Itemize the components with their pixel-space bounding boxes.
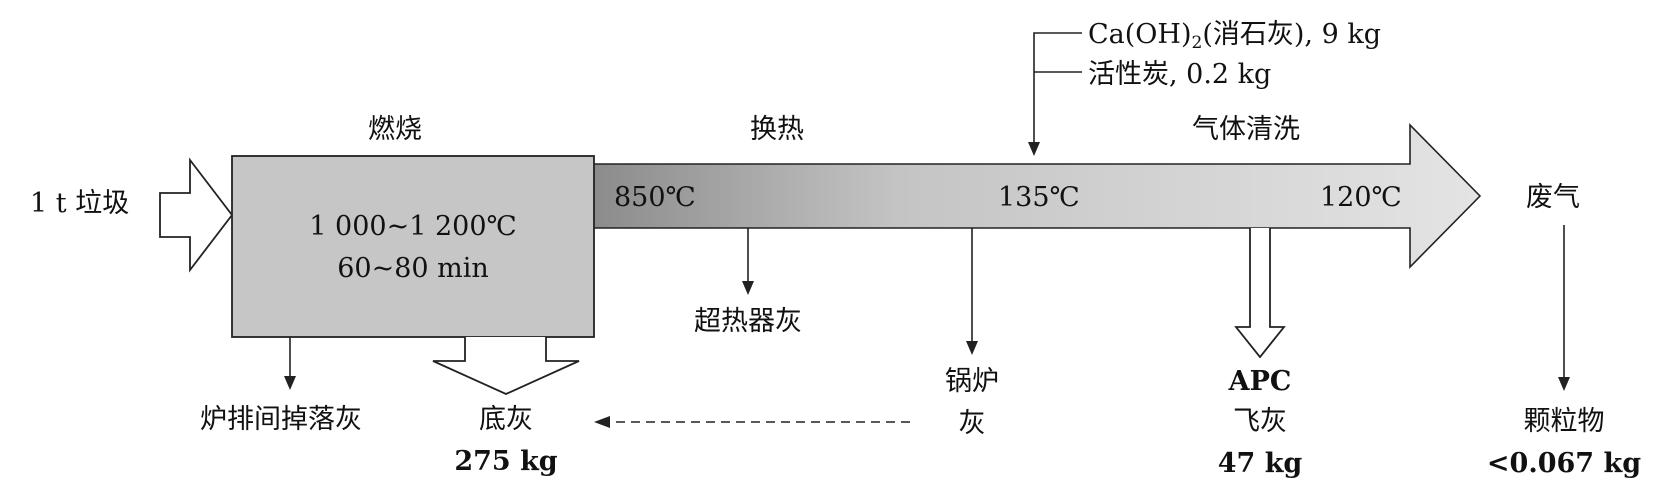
superheater-ash-arrowhead — [742, 281, 754, 295]
stage-heat-exchange: 换热 — [750, 114, 804, 145]
fly-ash-mass: 47 kg — [1218, 448, 1303, 479]
additive-lime: Ca(OH)2(消石灰), 9 kg — [1088, 19, 1381, 53]
furnace-temperature: 1 000~1 200℃ — [309, 211, 516, 242]
furnace-box — [231, 155, 595, 338]
fly-ash-label: 飞灰 — [1233, 406, 1287, 437]
grate-ash-arrowhead — [284, 376, 296, 390]
additive-activated-carbon: 活性炭, 0.2 kg — [1088, 59, 1271, 90]
boiler-ash-arrowhead — [966, 341, 978, 355]
exhaust-arrowhead — [1558, 377, 1570, 391]
grate-ash-label: 炉排间掉落灰 — [200, 404, 362, 435]
particulates-label: 颗粒物 — [1524, 406, 1605, 437]
temperature-850: 850℃ — [614, 182, 696, 213]
exhaust-label: 废气 — [1526, 182, 1580, 213]
stage-combustion: 燃烧 — [368, 114, 422, 145]
boiler-ash-label-line1: 锅炉 — [945, 366, 999, 397]
furnace-time: 60~80 min — [337, 253, 489, 284]
input-label: 1 t 垃圾 — [30, 188, 129, 219]
input-arrow — [159, 157, 234, 273]
boiler-ash-label-line2: 灰 — [959, 408, 986, 439]
particulates-mass: <0.067 kg — [1487, 448, 1641, 479]
superheater-ash-label: 超热器灰 — [694, 306, 802, 337]
bottom-ash-arrow — [432, 337, 580, 395]
apc-label: APC — [1228, 366, 1292, 397]
bottom-ash-label: 底灰 — [479, 404, 533, 435]
stage-gas-cleaning: 气体清洗 — [1192, 114, 1300, 145]
additive-arrowhead — [1028, 142, 1040, 156]
bottom-ash-mass: 275 kg — [454, 446, 557, 477]
apc-fly-ash-arrow — [1234, 228, 1286, 359]
temperature-135: 135℃ — [998, 182, 1080, 213]
additive-bracket — [1033, 32, 1082, 148]
dashed-arrowhead — [594, 416, 610, 428]
flue-gas-arrow — [584, 123, 1482, 269]
temperature-120: 120℃ — [1320, 182, 1402, 213]
